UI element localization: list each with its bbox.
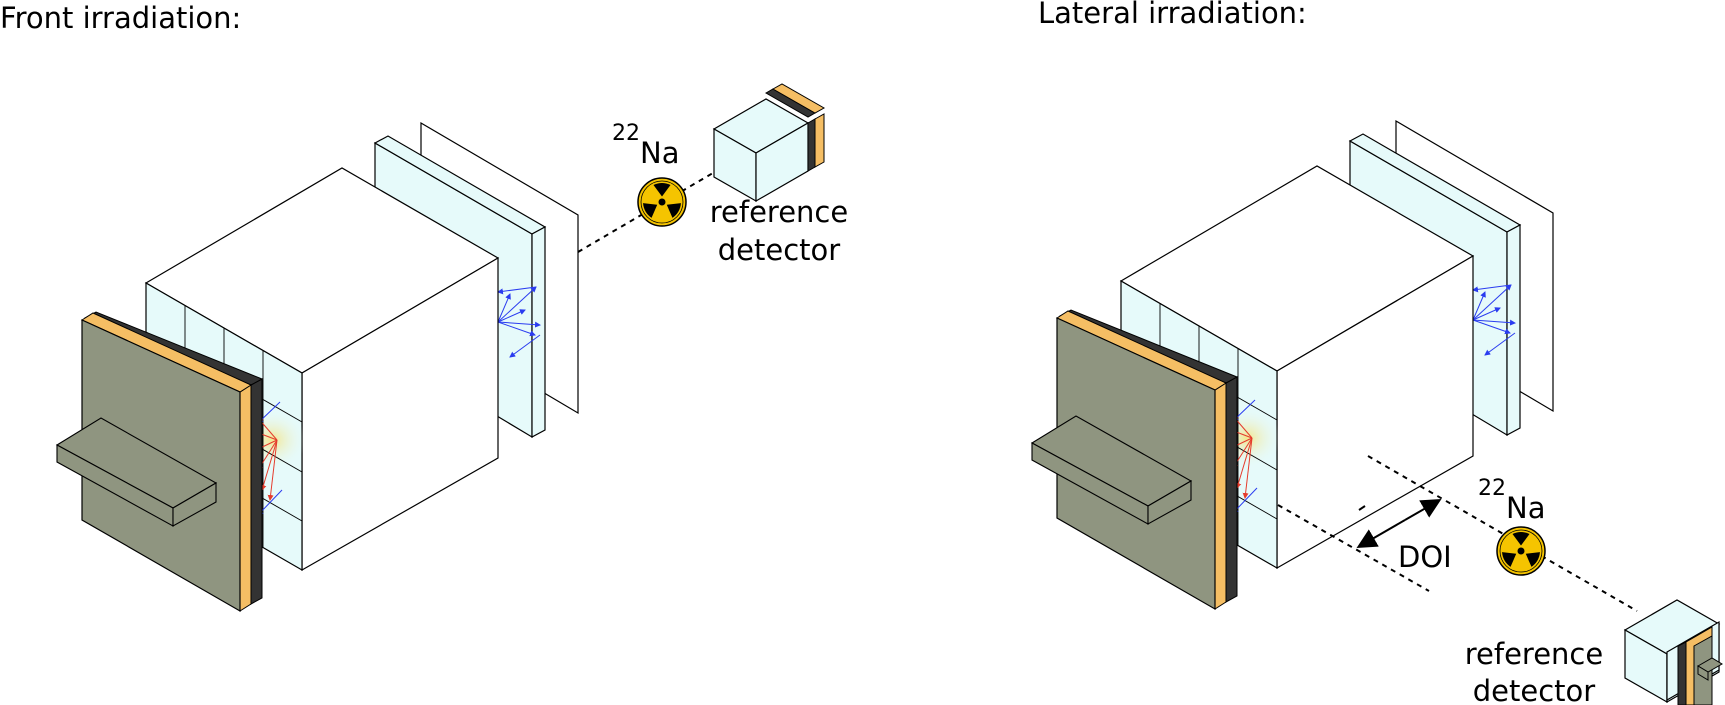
doi-label: DOI: [1398, 540, 1452, 574]
front-isotope-symbol: Na: [640, 136, 679, 170]
radiation-icon: [1496, 526, 1546, 576]
doi-arrow-stem: [1358, 505, 1366, 511]
lateral-irradiation-panel: Lateral irradiation: 22 Na DOI reference…: [1032, 0, 1723, 705]
lateral-crystal-line: [1277, 504, 1430, 592]
front-reference-label-line1: reference: [710, 195, 848, 229]
front-reference-label-line2: detector: [718, 233, 841, 267]
lateral-reference-detector: [1624, 599, 1723, 705]
front-reference-detector: [713, 83, 826, 202]
lateral-title: Lateral irradiation:: [1038, 0, 1307, 30]
lateral-reference-label-line2: detector: [1473, 674, 1596, 705]
front-title: Front irradiation:: [0, 1, 241, 35]
lateral-isotope-symbol: Na: [1506, 491, 1545, 525]
doi-arrow-head-up: [1404, 499, 1442, 521]
radiation-icon: [637, 177, 687, 227]
lateral-reference-label-line1: reference: [1465, 637, 1603, 671]
lateral-beam-line: [1367, 455, 1638, 612]
front-isotope-mass: 22: [612, 121, 640, 146]
lateral-isotope-mass: 22: [1478, 476, 1506, 501]
lateral-detector-assembly: [1032, 121, 1553, 609]
front-irradiation-panel: Front irradiation: 22 Na reference detec…: [0, 1, 848, 611]
front-detector-assembly: [57, 123, 578, 611]
doi-arrow-head-down: [1356, 519, 1406, 549]
